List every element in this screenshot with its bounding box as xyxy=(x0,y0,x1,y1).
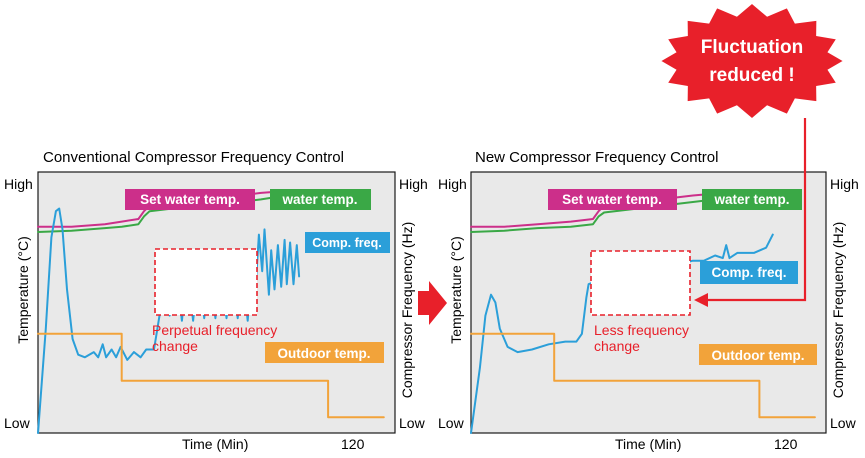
legend-badge xyxy=(699,344,817,365)
x-tick-label: 120 xyxy=(341,436,365,452)
legend-badge xyxy=(270,189,371,210)
legend-label: Outdoor temp. xyxy=(278,346,371,361)
badge-text-line-1: Fluctuation xyxy=(701,37,803,58)
legend-badge xyxy=(265,342,384,363)
callout-connector xyxy=(708,118,807,302)
starburst-badge-icon xyxy=(658,2,846,120)
legend-label: Set water temp. xyxy=(140,192,240,207)
legend-badge xyxy=(548,189,677,210)
y-low-label-left: Low xyxy=(4,415,31,431)
legend-label: water temp. xyxy=(281,192,357,207)
legend-label: Set water temp. xyxy=(562,192,662,207)
annotation-line-2: change xyxy=(594,338,640,354)
y-high-label-left: High xyxy=(438,176,467,192)
y-low-label-right: Low xyxy=(830,415,857,431)
annotation-line-1: Less frequency xyxy=(594,322,689,338)
legend-comp-freq: Comp. freq. xyxy=(305,232,390,253)
panel-new: New Compressor Frequency Control High Lo… xyxy=(438,149,859,452)
legend-label: Comp. freq. xyxy=(312,236,381,250)
annotation-line-2: change xyxy=(152,338,198,354)
y-axis-label-right: Compressor Frequency (Hz) xyxy=(830,222,846,399)
y-high-label-right: High xyxy=(830,176,859,192)
legend-badge xyxy=(700,261,798,284)
callout-arrowhead-icon xyxy=(694,293,708,307)
legend-comp-freq: Comp. freq. xyxy=(700,261,798,284)
x-tick-label: 120 xyxy=(774,436,798,452)
stability-box xyxy=(590,250,691,316)
legend-outdoor-temp: Outdoor temp. xyxy=(265,342,384,363)
chart-title: New Compressor Frequency Control xyxy=(475,149,718,166)
fluctuation-box xyxy=(154,248,258,316)
y-low-label-right: Low xyxy=(399,415,426,431)
badge-text-line-2: reduced ! xyxy=(709,65,795,86)
series-line-outdoor-temp xyxy=(470,332,816,419)
y-high-label-left: High xyxy=(4,176,33,192)
x-axis-label: Time (Min) xyxy=(615,436,681,452)
legend-badge xyxy=(125,189,255,210)
transition-arrow-icon xyxy=(418,281,447,325)
legend-label: Outdoor temp. xyxy=(712,348,805,363)
legend-badge xyxy=(305,232,390,253)
legend-water-temp: water temp. xyxy=(702,189,802,210)
legend-badge xyxy=(702,189,802,210)
panel-conventional: Conventional Compressor Frequency Contro… xyxy=(4,149,428,452)
chart-title: Conventional Compressor Frequency Contro… xyxy=(43,149,344,166)
legend-water-temp: water temp. xyxy=(270,189,371,210)
legend-label: water temp. xyxy=(713,192,789,207)
annotation-line-1: Perpetual frequency xyxy=(152,322,277,338)
legend-outdoor-temp: Outdoor temp. xyxy=(699,344,817,365)
x-axis-label: Time (Min) xyxy=(182,436,248,452)
y-low-label-left: Low xyxy=(438,415,465,431)
y-axis-label-left: Temperature (°C) xyxy=(15,236,31,344)
legend-set-water-temp: Set water temp. xyxy=(548,189,677,210)
legend-label: Comp. freq. xyxy=(711,265,786,280)
y-axis-label-left: Temperature (°C) xyxy=(448,236,464,344)
series-line-outdoor-temp xyxy=(37,332,385,419)
y-axis-label-right: Compressor Frequency (Hz) xyxy=(399,222,415,399)
legend-set-water-temp: Set water temp. xyxy=(125,189,255,210)
y-high-label-right: High xyxy=(399,176,428,192)
